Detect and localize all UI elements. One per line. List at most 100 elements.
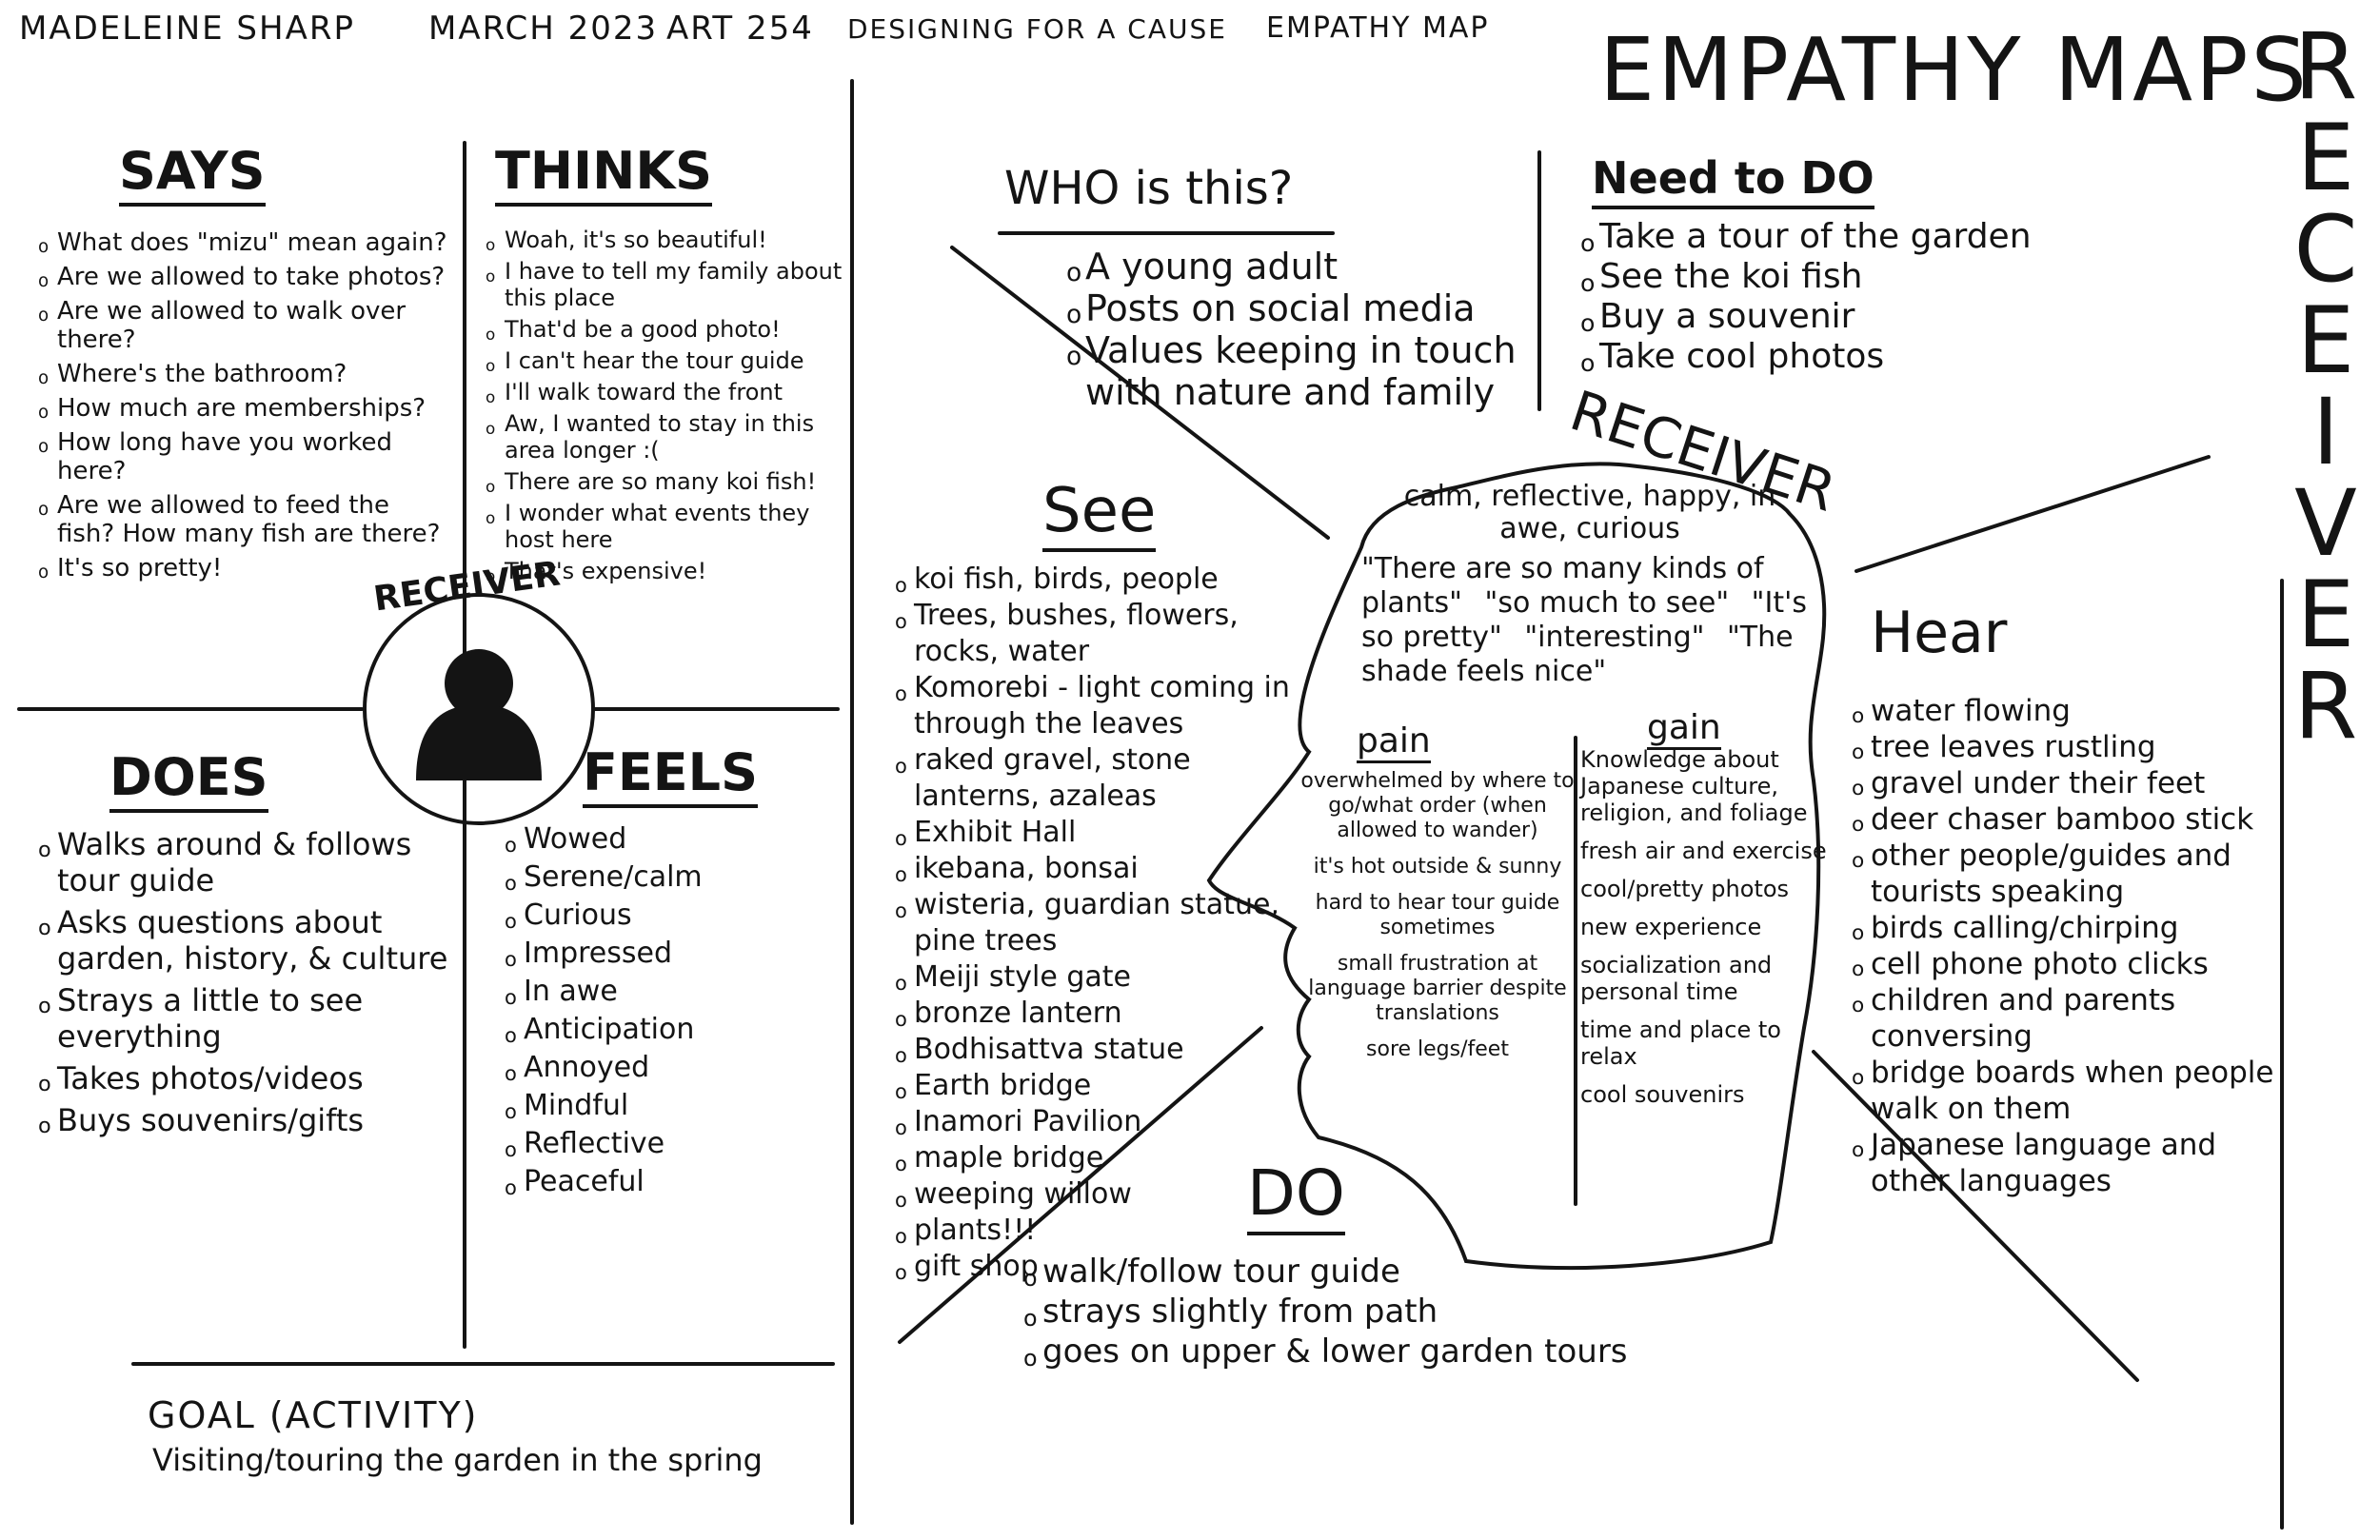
list-item: Buy a souvenir [1580, 297, 2113, 344]
list-item: I have to tell my family about this plac… [486, 258, 847, 311]
list-item: tree leaves rustling [1852, 729, 2290, 771]
list-item: Aw, I wanted to stay in this area longer… [486, 410, 847, 464]
says-list: What does "mizu" mean again?Are we allow… [38, 228, 447, 588]
list-item: hard to hear tour guide sometimes [1315, 891, 1560, 939]
list-item: bronze lantern [895, 996, 1295, 1037]
feels-list: WowedSerene/calmCuriousImpressedIn aweAn… [505, 820, 819, 1207]
list-item: Walks around & follows tour guide [38, 826, 457, 898]
project-label: DESIGNING FOR A CAUSE [847, 13, 1227, 45]
goal-text: Visiting/touring the garden in the sprin… [152, 1442, 763, 1478]
list-item: Bodhisattva statue [895, 1032, 1295, 1074]
side-title-letter: V [2294, 470, 2357, 577]
side-title-letter: E [2296, 287, 2355, 394]
goal-heading: GOAL (ACTIVITY) [148, 1394, 479, 1436]
list-item: cool/pretty photos [1580, 876, 1790, 902]
page-title: EMPATHY MAPS [1599, 19, 2310, 121]
does-list: Walks around & follows tour guideAsks qu… [38, 826, 457, 1144]
list-item: Woah, it's so beautiful! [486, 227, 847, 258]
list-item: other people/guides and tourists speakin… [1852, 838, 2290, 910]
list-item: What does "mizu" mean again? [38, 228, 447, 262]
list-item: gift shop [895, 1249, 1295, 1291]
side-title-letter: C [2293, 196, 2358, 303]
list-item: A young adult [1066, 246, 1561, 294]
list-item: Strays a little to see everything [38, 982, 457, 1055]
pain-list: overwhelmed by where to go/what order (w… [1295, 769, 1580, 1074]
side-title-letter: E [2296, 105, 2355, 211]
says-heading: SAYS [119, 141, 266, 207]
list-item: There are so many koi fish! [486, 468, 847, 500]
list-item: Peaceful [505, 1163, 819, 1207]
list-item: I wonder what events they host here [486, 500, 847, 553]
list-item: Buys souvenirs/gifts [38, 1102, 457, 1144]
list-item: Curious [505, 897, 819, 940]
list-item: Anticipation [505, 1011, 819, 1055]
who-heading: WHO is this? [1004, 162, 1294, 215]
list-item: Reflective [505, 1125, 819, 1169]
list-item: deer chaser bamboo stick [1852, 801, 2290, 843]
list-item: plants!!! [895, 1213, 1295, 1254]
list-item: birds calling/chirping [1852, 910, 2290, 952]
list-item: new experience [1580, 914, 1762, 940]
hear-heading: Hear [1871, 600, 2008, 666]
list-item: I'll walk toward the front [486, 379, 847, 410]
list-item: socialization and personal time [1580, 952, 1773, 1005]
list-item: raked gravel, stone lanterns, azaleas [895, 742, 1295, 815]
list-item: Serene/calm [505, 859, 819, 902]
list-item: small frustration at language barrier de… [1308, 952, 1567, 1025]
list-item: Komorebi - light coming in through the l… [895, 670, 1295, 742]
do-list: walk/follow tour guidestrays slightly fr… [1023, 1252, 1633, 1378]
need-to-do-heading: Need to DO [1592, 152, 1874, 209]
list-item: Are we allowed to walk over there? [38, 297, 447, 354]
list-item: strays slightly from path [1023, 1292, 1633, 1338]
quote: "It's so pretty" [1361, 586, 1807, 654]
side-title-letter: I [2311, 379, 2340, 485]
head-quotes: "There are so many kinds of plants" "so … [1361, 552, 1818, 689]
who-list: A young adultPosts on social mediaValues… [1066, 246, 1561, 413]
list-item: cell phone photo clicks [1852, 946, 2290, 988]
list-item: Trees, bushes, flowers, rocks, water [895, 598, 1295, 670]
thinks-list: Woah, it's so beautiful!I have to tell m… [486, 227, 847, 589]
head-summary: calm, reflective, happy, in awe, curious [1403, 480, 1776, 545]
list-item: cool souvenirs [1580, 1081, 1745, 1108]
doc-type-label: EMPATHY MAP [1266, 11, 1490, 45]
list-item: Mindful [505, 1087, 819, 1131]
avatar-head-shape [445, 649, 513, 718]
list-item: Asks questions about garden, history, & … [38, 904, 457, 977]
list-item: fresh air and exercise [1580, 838, 1827, 864]
side-title-letter: R [2293, 13, 2358, 120]
see-heading: See [1042, 476, 1156, 552]
quote: "The shade feels nice" [1361, 621, 1794, 688]
quote: "There are so many kinds of plants" [1361, 552, 1764, 620]
list-item: Are we allowed to take photos? [38, 263, 447, 296]
list-item: Take cool photos [1580, 337, 2113, 384]
list-item: gravel under their feet [1852, 765, 2290, 807]
list-item: Are we allowed to feed the fish? How man… [38, 491, 447, 548]
list-item: Meiji style gate [895, 959, 1295, 1001]
list-item: In awe [505, 973, 819, 1017]
list-item: it's hot outside & sunny [1313, 855, 1562, 879]
persona-circle [363, 593, 595, 825]
head-silhouette [1206, 462, 1827, 1271]
list-item: Knowledge about Japanese culture, religi… [1580, 746, 1808, 826]
list-item: See the koi fish [1580, 257, 2113, 304]
list-item: maple bridge [895, 1140, 1295, 1182]
list-item: Wowed [505, 820, 819, 864]
list-item: Japanese language and other languages [1852, 1127, 2290, 1199]
quote: "so much to see" [1484, 586, 1730, 620]
side-title-letter: E [2296, 562, 2355, 668]
gain-list: Knowledge about Japanese culture, religi… [1580, 746, 1828, 1119]
list-item: ikebana, bonsai [895, 851, 1295, 893]
list-item: bridge boards when people walk on them [1852, 1055, 2290, 1127]
list-item: That's expensive! [486, 558, 847, 589]
thinks-heading: THINKS [495, 141, 712, 207]
gain-heading: gain [1647, 708, 1721, 750]
list-item: How long have you worked here? [38, 428, 447, 485]
list-item: That'd be a good photo! [486, 316, 847, 347]
list-item: Earth bridge [895, 1068, 1295, 1110]
feels-heading: FEELS [583, 742, 758, 808]
avatar-body-shape [416, 704, 542, 780]
list-item: Exhibit Hall [895, 815, 1295, 857]
list-item: Takes photos/videos [38, 1060, 457, 1102]
list-item: Where's the bathroom? [38, 360, 447, 393]
